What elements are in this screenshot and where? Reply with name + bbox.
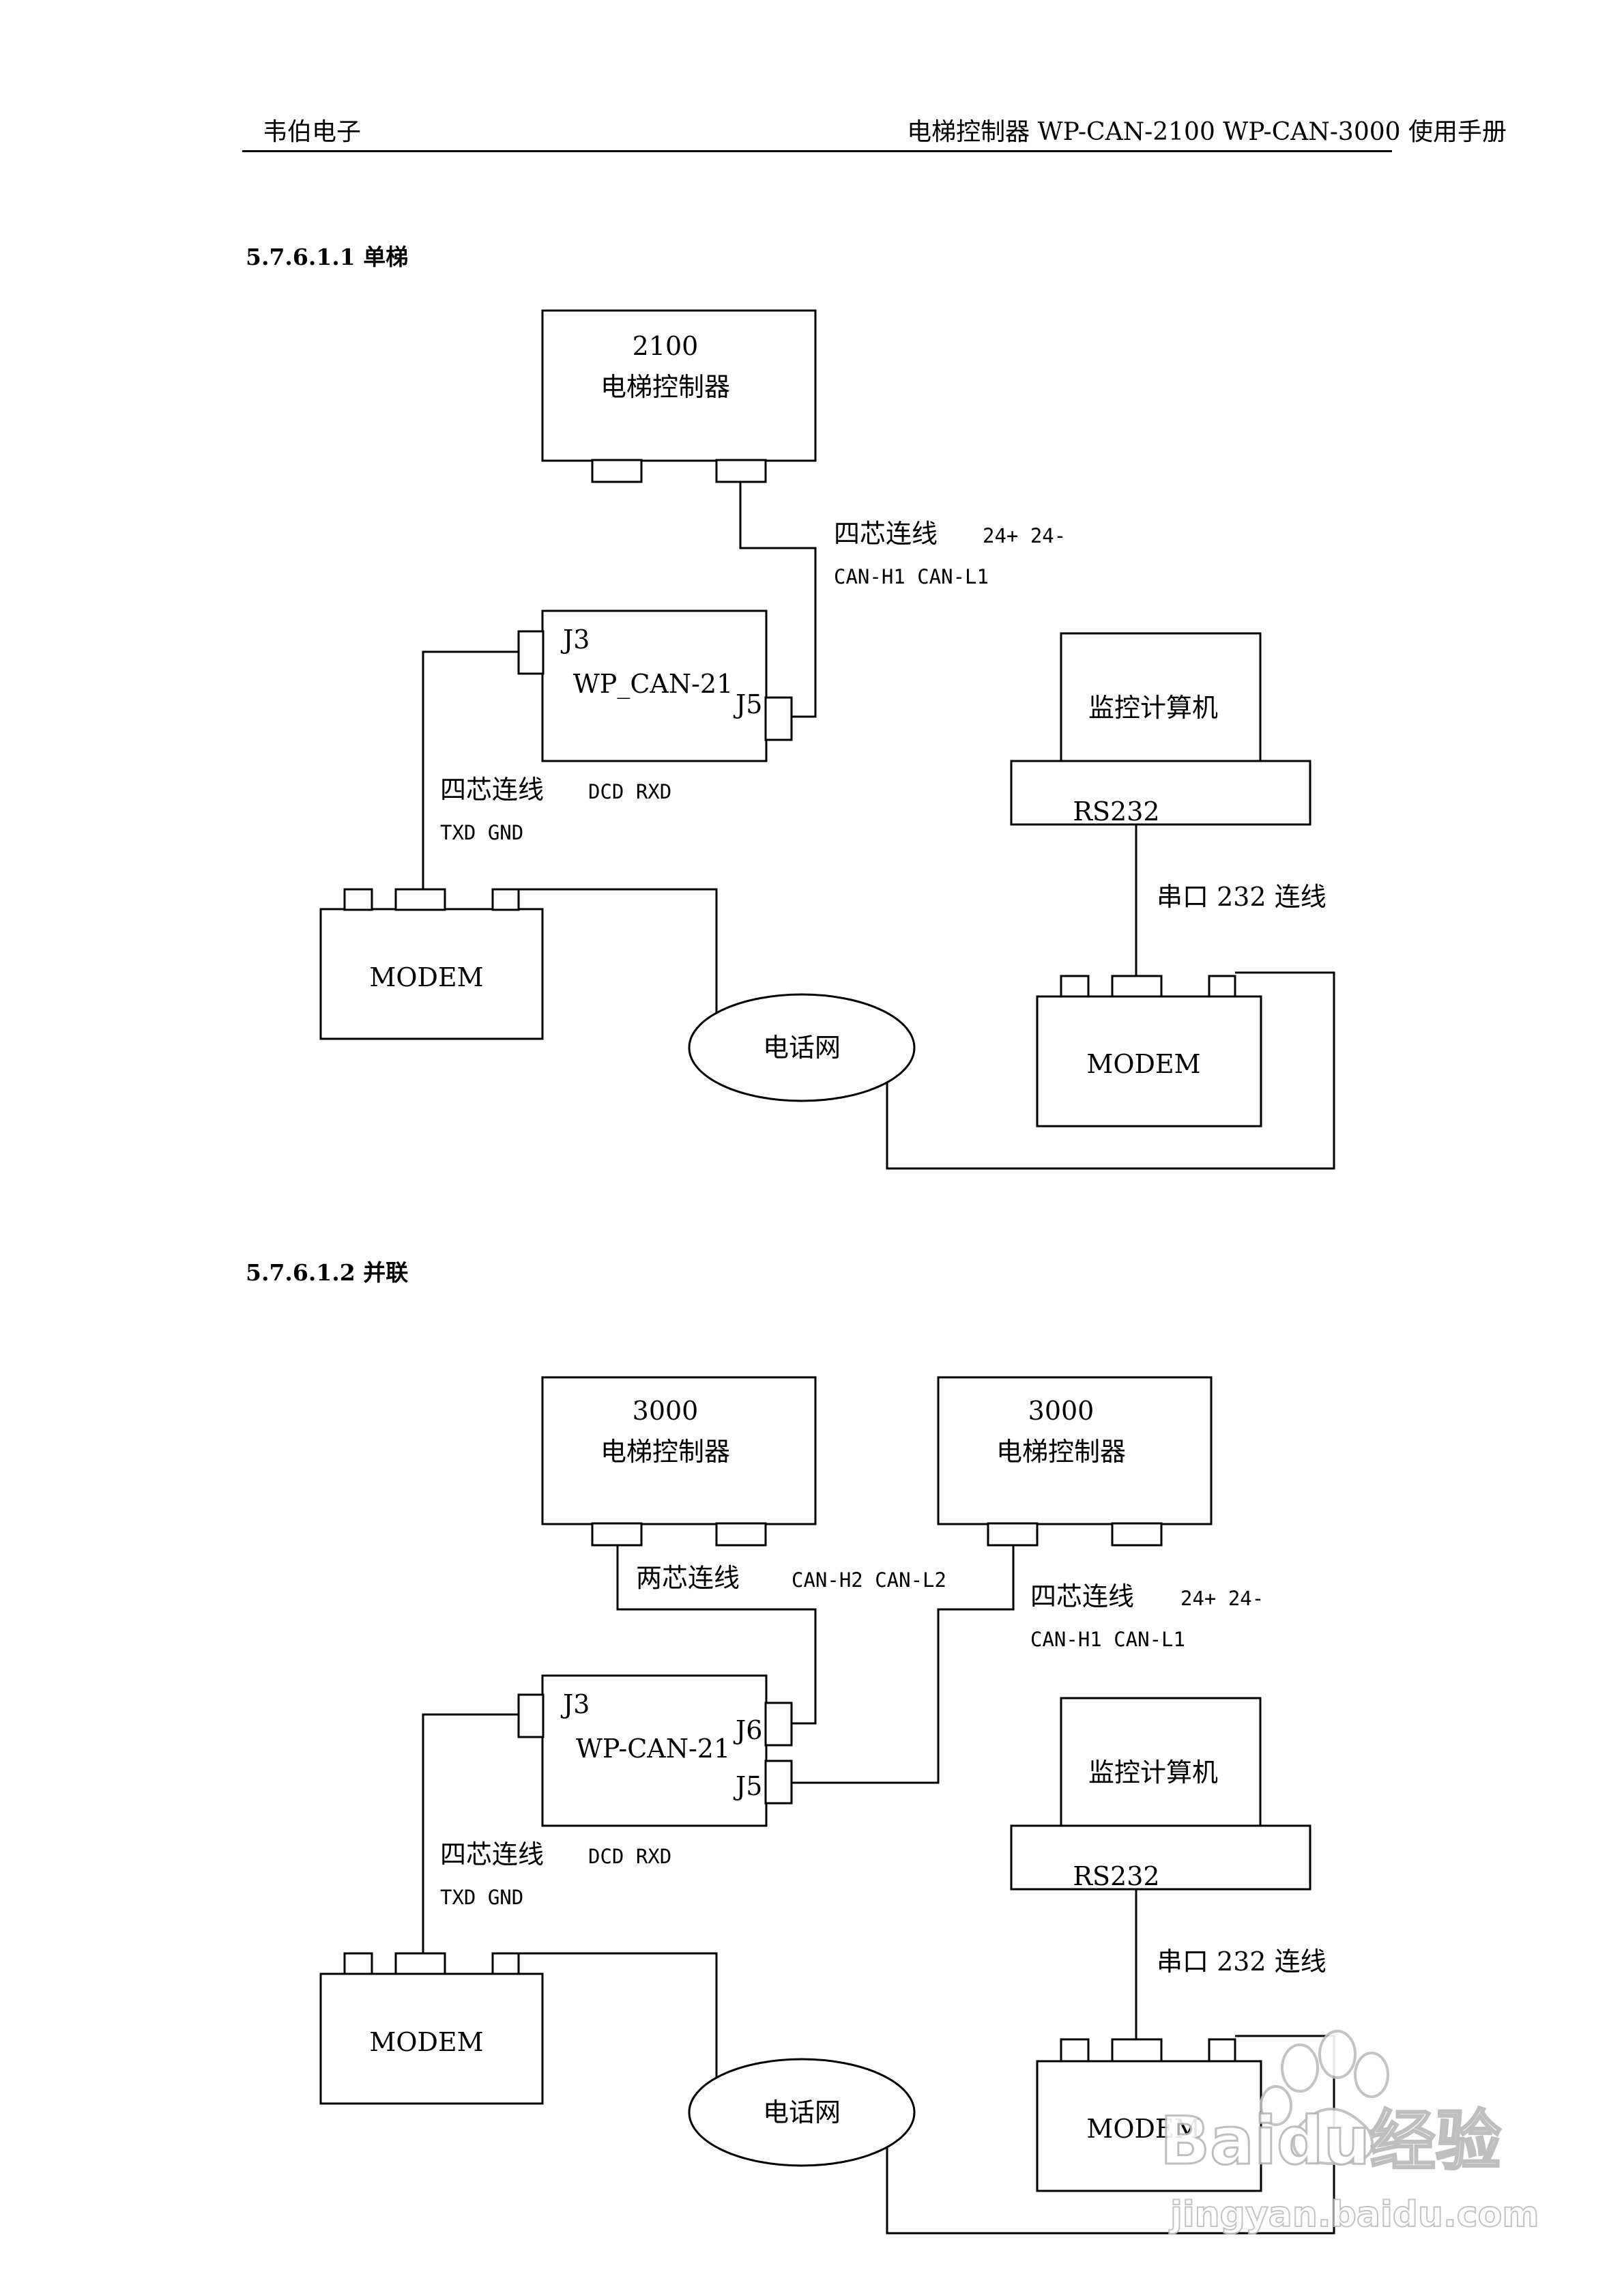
modem-right-box: [1036, 995, 1262, 1128]
watermark-url: jingyan.baidu.com: [1169, 2194, 1539, 2235]
wire-signals-can: CAN-H1 CAN-L1: [834, 565, 989, 588]
controller-a-port-left: [591, 1522, 643, 1547]
controller-port-left: [591, 459, 643, 483]
wire-label-four-core-2: 四芯连线: [1030, 1581, 1134, 1611]
modem-right-port-1: [1060, 975, 1090, 998]
modem-left-port-1: [343, 888, 373, 911]
controller-model: 2100: [633, 331, 699, 361]
serial-wire-label-2: 串口 232 连线: [1157, 1947, 1326, 1977]
port-j6: [764, 1702, 793, 1747]
wire-modem-to-network: [519, 888, 718, 1017]
wire-j3-to-modem-2: [422, 1713, 519, 1955]
telephone-network: [688, 993, 916, 1102]
wire-signals-txd-gnd: TXD GND: [440, 821, 523, 844]
modem-right-port-3: [1208, 975, 1236, 998]
port-j3-2: [517, 1693, 545, 1738]
modem-left-2-port-1: [343, 1952, 373, 1975]
modem-left-2-port-3: [491, 1952, 520, 1975]
label-j5: J5: [733, 689, 762, 719]
modem-left-2-port-2: [394, 1952, 446, 1975]
modem-left-label: MODEM: [369, 962, 483, 992]
computer-base: [1010, 760, 1311, 826]
wire-label-two-core: 两芯连线: [636, 1563, 740, 1593]
modem-right-2-port-1: [1060, 2038, 1090, 2063]
computer-name-2: 监控计算机: [1088, 1757, 1218, 1788]
serial-wire-label: 串口 232 连线: [1157, 882, 1326, 912]
computer-base-2: [1010, 1824, 1311, 1891]
wire-network-to-modem-2: [886, 2035, 1335, 2235]
modem-left-label-2: MODEM: [369, 2027, 483, 2057]
wire-j3-to-modem: [422, 650, 519, 893]
label-j3-2: J3: [560, 1689, 590, 1719]
wire-label-four-core: 四芯连线: [834, 519, 938, 549]
paw-icon: [1260, 2030, 1389, 2166]
controller-box-3000-a: [541, 1376, 817, 1525]
controller-a-model: 3000: [633, 1396, 699, 1426]
section-title-single: 5.7.6.1.1 单梯: [246, 244, 409, 270]
controller-b-port-left: [987, 1522, 1039, 1547]
controller-box-2100: [541, 309, 817, 462]
wire-signals-txd-gnd-2: TXD GND: [440, 1886, 523, 1909]
modem-right-label-2: MODEM: [1086, 2114, 1200, 2144]
label-j5-2: J5: [733, 1771, 762, 1801]
wire-controller-a-to-j6: [616, 1534, 817, 1725]
header-company: 韦伯电子: [263, 118, 362, 146]
label-j6: J6: [733, 1715, 762, 1745]
modem-right-label: MODEM: [1086, 1049, 1200, 1079]
wire-controller-to-j5: [739, 471, 817, 718]
modem-left-port-2: [394, 888, 446, 911]
computer-monitor: [1060, 632, 1262, 764]
modem-left-port-3: [491, 888, 520, 911]
baidu-jingyan-watermark: Baidu经验 jingyan.baidu.com: [1159, 2030, 1540, 2236]
computer-port-rs232: RS232: [1073, 797, 1159, 827]
controller-b-model: 3000: [1028, 1396, 1094, 1426]
modem-right-2-port-3: [1208, 2038, 1236, 2063]
controller-name: 电梯控制器: [600, 372, 730, 402]
wire-signals-can2: CAN-H2 CAN-L2: [792, 1568, 946, 1592]
wire-label-modem: 四芯连线: [440, 775, 544, 805]
can-box-2: [541, 1674, 768, 1827]
port-j5: [764, 696, 793, 741]
watermark-logo: Baidu经验: [1160, 2103, 1501, 2179]
wire-network-to-modem: [886, 971, 1335, 1170]
network-label-2: 电话网: [763, 2097, 841, 2127]
wire-signals-can1-2: CAN-H1 CAN-L1: [1030, 1628, 1185, 1651]
wire-signals-dcd-rxd: DCD RXD: [588, 780, 671, 803]
modem-left-box: [319, 908, 544, 1040]
section-title-parallel: 5.7.6.1.2 并联: [246, 1259, 409, 1286]
modem-right-2-port-2: [1111, 2038, 1163, 2063]
port-j5-2: [764, 1760, 793, 1805]
controller-b-name: 电梯控制器: [996, 1437, 1126, 1467]
controller-a-port-right: [715, 1522, 767, 1547]
can-box-name-2: WP-CAN-21: [576, 1734, 730, 1764]
telephone-network-2: [688, 2058, 916, 2167]
wire-modem-to-network-2: [519, 1952, 718, 2082]
can-box: [541, 609, 768, 762]
controller-b-port-right: [1111, 1522, 1163, 1547]
port-j3: [517, 630, 545, 675]
wire-signals-dcd-rxd-2: DCD RXD: [588, 1845, 671, 1868]
diagram-single: 2100 电梯控制器 四芯连线 24+ 24- CAN-H1 CAN-L1 J3…: [319, 309, 1335, 1170]
controller-port-right: [715, 459, 767, 483]
controller-a-name: 电梯控制器: [600, 1437, 730, 1467]
network-label: 电话网: [763, 1033, 841, 1063]
wire-label-modem-2: 四芯连线: [440, 1839, 544, 1869]
controller-box-3000-b: [937, 1376, 1213, 1525]
computer-port-rs232-2: RS232: [1073, 1861, 1159, 1891]
label-j3: J3: [560, 625, 590, 655]
modem-left-box-2: [319, 1972, 544, 2105]
wire-controller-b-to-j5: [792, 1534, 1015, 1784]
computer-name: 监控计算机: [1088, 693, 1218, 723]
can-box-name: WP_CAN-21: [573, 669, 734, 700]
wire-signals-power: 24+ 24-: [983, 524, 1066, 547]
diagram-parallel: 3000 电梯控制器 3000 电梯控制器 两芯连线 CAN-H2 CAN-L2…: [319, 1376, 1335, 2235]
header-manual-title: 电梯控制器 WP-CAN-2100 WP-CAN-3000 使用手册: [907, 118, 1507, 146]
modem-right-port-2: [1111, 975, 1163, 998]
computer-monitor-2: [1060, 1697, 1262, 1829]
modem-right-box-2: [1036, 2060, 1262, 2192]
wire-signals-power-2: 24+ 24-: [1180, 1587, 1264, 1610]
header-rule: [242, 150, 1392, 152]
